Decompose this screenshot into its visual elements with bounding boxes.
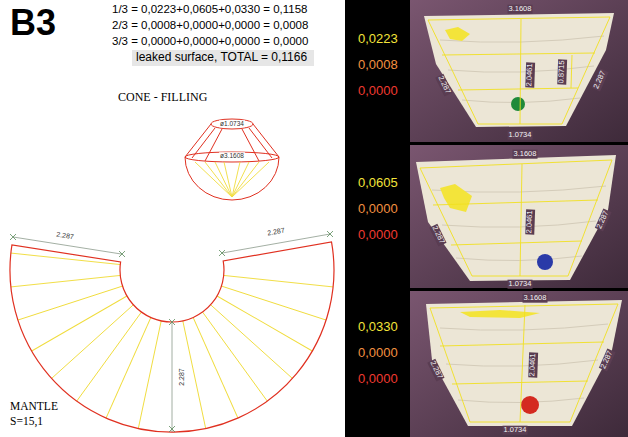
photo — [410, 145, 628, 288]
measure-line — [520, 305, 525, 422]
dimension-ticks — [10, 231, 333, 432]
measure-outline — [420, 160, 612, 276]
mantle-outline — [10, 242, 334, 432]
dimension-label: 2.0461 — [525, 209, 534, 234]
photo-ground — [410, 0, 628, 142]
marker — [537, 254, 553, 270]
fan-line — [205, 162, 232, 197]
area-value: S=15,1 — [10, 415, 43, 428]
measure-line — [452, 381, 588, 384]
marker — [521, 396, 539, 414]
photo — [410, 291, 628, 437]
cone-fan — [195, 162, 269, 197]
area-value: 0,0605 — [358, 176, 398, 191]
measure-lines — [420, 160, 612, 276]
dimension-line — [172, 322, 173, 432]
dimension-label: 2.0461 — [528, 352, 537, 377]
mantle-line — [211, 305, 293, 379]
cone-texture — [440, 36, 604, 103]
measure-outline — [430, 304, 618, 422]
photo-ground — [410, 291, 628, 437]
measure-lines — [428, 17, 610, 124]
dimension-label: 1.0734 — [508, 280, 533, 289]
dimension-label: 2.287 — [55, 230, 76, 241]
measure-outline — [428, 17, 610, 124]
measure-lines — [430, 304, 618, 422]
leak-area — [460, 310, 540, 318]
dimension-line — [222, 234, 330, 253]
measure-line — [442, 53, 595, 55]
root-cone — [426, 300, 622, 426]
area-value: 0,0008 — [358, 58, 398, 73]
area-value: 0,0000 — [358, 202, 398, 217]
measure-line — [571, 55, 572, 88]
root-cone — [416, 155, 616, 281]
total-box: leaked surface, TOTAL = 0,1166 — [132, 50, 314, 66]
dimension-label: 3.1608 — [513, 150, 538, 159]
cone-top — [211, 119, 253, 129]
cone-line — [192, 128, 215, 158]
measure-line — [433, 200, 598, 205]
measure-line — [520, 19, 521, 124]
dimension-lines — [10, 231, 333, 432]
dimension-label: 0.8715 — [557, 59, 566, 84]
fan-line — [232, 162, 259, 197]
mantle-line — [183, 321, 206, 429]
section-heading: MANTLE — [10, 400, 58, 413]
dimension-label: 2.287 — [178, 367, 186, 387]
measure-line — [451, 241, 582, 245]
cone-side — [185, 124, 211, 157]
dimension-label: 3.1608 — [523, 294, 548, 303]
measure-line — [458, 88, 578, 90]
photo-ground — [410, 145, 628, 288]
root-cone — [424, 13, 614, 127]
dimension-label: 1.0734 — [503, 426, 528, 435]
cone-outline — [185, 157, 279, 200]
mantle-line — [106, 318, 151, 418]
equation-line: 3/3 = 0,0000+0,0000+0,0000 = 0,0000 — [112, 35, 308, 48]
diameter-label: ø3.1608 — [219, 152, 245, 159]
area-value: 0,0000 — [358, 372, 398, 387]
fan-line — [224, 162, 232, 197]
area-value: 0,0000 — [358, 346, 398, 361]
fan-line — [232, 162, 269, 197]
diameter-label: ø1.0734 — [219, 120, 245, 127]
mantle-line — [221, 286, 326, 320]
dimension-label: 2.287 — [266, 226, 287, 237]
equation-line: 2/3 = 0,0008+0,0000+0,0000 = 0,0008 — [112, 19, 308, 32]
mantle-line — [11, 275, 120, 286]
cone-drawing — [185, 119, 279, 200]
dimension-label: 1.0734 — [508, 131, 533, 140]
cone-line — [249, 128, 272, 158]
marker — [511, 97, 525, 111]
area-value: 0,0000 — [358, 228, 398, 243]
mantle-line — [203, 312, 268, 401]
fan-line — [195, 162, 232, 197]
fan-line — [232, 162, 249, 197]
leak-area — [445, 27, 470, 41]
cone-base — [185, 152, 279, 162]
figure-title: B3 — [10, 2, 56, 43]
area-value: 0,0330 — [358, 320, 398, 335]
measure-line — [520, 164, 522, 276]
area-value: 0,0223 — [358, 32, 398, 47]
leak-area — [440, 184, 472, 212]
equation-line: 1/3 = 0,0223+0,0605+0,0330 = 0,1158 — [112, 3, 307, 16]
fan-line — [215, 162, 232, 197]
dimension-label: 2.0461 — [525, 62, 534, 87]
mantle-line — [77, 312, 142, 401]
total-text: leaked surface, TOTAL = 0,1166 — [136, 51, 310, 65]
measure-line — [440, 342, 604, 346]
dimension-label: 3.1608 — [508, 5, 533, 14]
photo — [410, 0, 628, 142]
area-value: 0,0000 — [358, 84, 398, 99]
mantle-line — [18, 286, 123, 320]
black-panel — [345, 0, 628, 437]
mantle-line — [32, 296, 127, 351]
mantle-line — [224, 275, 333, 286]
cone-side — [253, 124, 279, 157]
section-heading: CONE - FILLING — [118, 91, 207, 105]
